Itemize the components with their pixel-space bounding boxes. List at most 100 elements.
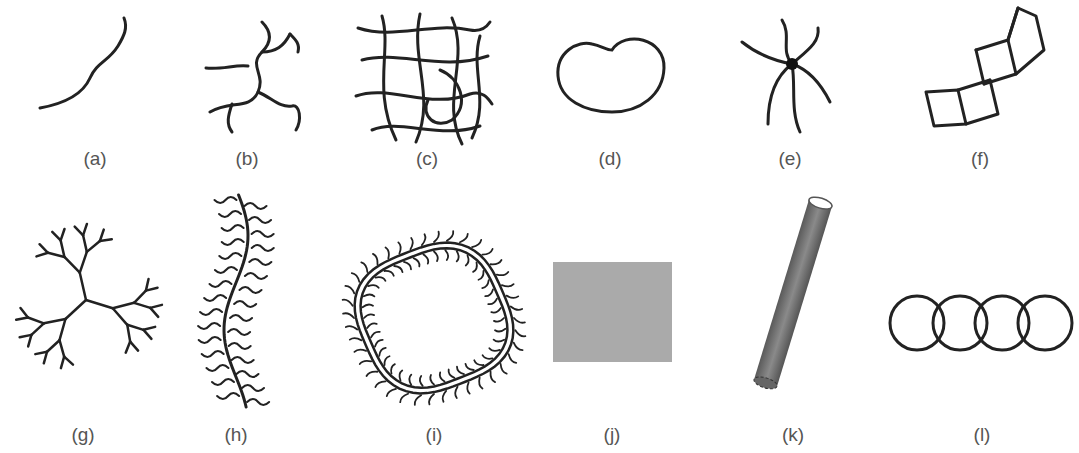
dendrimer-branch [20, 335, 32, 337]
side-chain [236, 371, 258, 377]
dendrimer-branch [47, 340, 59, 352]
ring-side-chain [491, 308, 500, 313]
dendrimer-branch [61, 357, 64, 369]
ring-side-chain [400, 394, 408, 402]
side-chain [229, 343, 251, 349]
dendrimer-branch [150, 308, 158, 317]
tube [753, 195, 834, 391]
ring-side-chain [494, 318, 504, 322]
panel-label: (e) [778, 148, 801, 170]
ring-side-chain [354, 350, 366, 352]
ring-side-chain [343, 300, 353, 306]
dendrimer-branch [87, 241, 100, 252]
dendrimer-branch [100, 239, 112, 241]
ring-side-chain [495, 329, 505, 332]
ring-side-chain [414, 258, 420, 266]
side-chain [214, 197, 236, 203]
ring-side-chain [422, 234, 426, 245]
ring-side-chain [350, 338, 362, 340]
ring-side-chain [457, 367, 464, 374]
ring-side-chain [385, 271, 394, 276]
dendrimer-branch [20, 308, 27, 317]
ring-side-chain [375, 340, 383, 347]
ring-backbone [355, 243, 514, 394]
dendrimer-branch [144, 327, 156, 330]
panel-label: (h) [224, 424, 247, 446]
crosslinked-network [356, 14, 492, 144]
ring-side-chain [375, 277, 385, 281]
ring-side-chain [386, 247, 389, 258]
side-chain [200, 309, 222, 315]
ring-side-chain [488, 299, 497, 305]
ring-side-chain [368, 285, 378, 288]
side-chain [252, 245, 274, 251]
dendrimer-branch [83, 224, 87, 235]
dendrimer-branch [113, 308, 128, 325]
dendrimer-branch [134, 303, 150, 308]
ring-side-chain [509, 354, 517, 363]
ring-brush [343, 231, 526, 405]
panel-label: (c) [416, 148, 438, 170]
dendrimer-branch [16, 317, 28, 319]
ring-side-chain [364, 314, 374, 318]
dendrimer-branch [113, 303, 134, 308]
side-chain [252, 231, 274, 237]
ring-side-chain [472, 240, 481, 247]
ring-side-chain [460, 234, 468, 242]
brush-backbone [224, 195, 248, 407]
dendrimer-branch [65, 300, 86, 319]
dendrimer-branch [60, 319, 66, 340]
dendrimer-branch [61, 240, 65, 257]
ring-side-chain [398, 242, 400, 253]
ring-side-chain [391, 364, 395, 373]
ring-side-chain [434, 252, 438, 262]
dendrimer-branch [127, 325, 143, 330]
dendrimer-branch [80, 273, 86, 300]
ring-side-chain [434, 232, 439, 242]
ring-side-chain [447, 231, 453, 241]
dendrimer-branch [28, 317, 44, 323]
ring-side-chain [394, 266, 402, 272]
ring-side-chain [449, 370, 455, 378]
ring-side-chain [409, 375, 411, 385]
ring-side-chain [363, 304, 373, 307]
ring-side-chain [479, 378, 482, 389]
side-chain [242, 385, 264, 391]
ring-backbone [361, 248, 508, 388]
side-chain [219, 211, 241, 217]
dendrimer-branch [44, 319, 66, 323]
ring-side-chain [514, 318, 525, 323]
side-chain [234, 301, 256, 307]
dendrimer-branch [127, 325, 130, 342]
dendrimer-branch [146, 288, 158, 291]
side-chain [230, 315, 252, 321]
star-polymer [742, 20, 830, 132]
dendrimer-branch [61, 229, 65, 240]
ring-side-chain [506, 296, 518, 298]
ring-side-chain [440, 372, 445, 381]
ring-side-chain [361, 262, 367, 272]
ring-side-chain [404, 262, 411, 269]
dendrimer-branch [48, 253, 64, 257]
panel-label: (l) [974, 424, 991, 446]
ring-side-chain [482, 249, 492, 255]
ring-side-chain [474, 360, 483, 365]
side-chain [209, 281, 231, 287]
ring-side-chain [501, 364, 507, 374]
ring-side-chain [423, 255, 428, 264]
ring-side-chain [379, 348, 385, 356]
side-chain [206, 365, 228, 371]
ring-side-chain [360, 361, 371, 364]
side-chain [239, 287, 261, 293]
ring-chain [558, 39, 664, 112]
ring-side-chain [410, 238, 412, 249]
ring-side-chain [373, 254, 378, 264]
panel-label: (d) [598, 148, 621, 170]
ring-side-chain [399, 371, 402, 381]
ring-side-chain [491, 372, 496, 382]
ring-side-chain [352, 273, 360, 282]
dendrimer-branch [83, 235, 87, 252]
dendrimer-branch [130, 342, 138, 351]
ring-side-chain [387, 389, 396, 396]
dendrimer-branch [64, 357, 73, 365]
